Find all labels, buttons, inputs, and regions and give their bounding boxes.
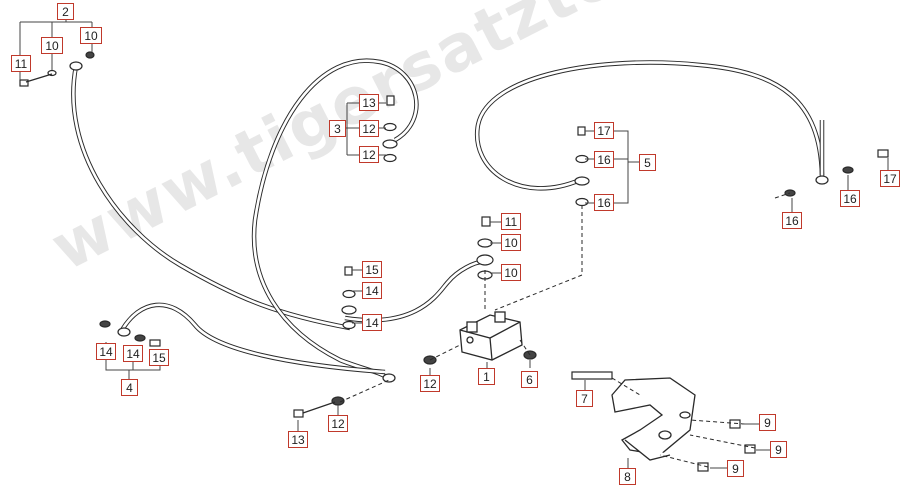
brake-hose-2 [71, 65, 351, 331]
label-part-4[interactable]: 4 [121, 379, 138, 396]
label-part-11[interactable]: 11 [501, 213, 521, 230]
label-part-16[interactable]: 16 [594, 194, 614, 211]
label-part-13[interactable]: 13 [359, 94, 379, 111]
label-part-12[interactable]: 12 [328, 415, 348, 432]
brake-hose-5 [474, 60, 825, 191]
label-part-15[interactable]: 15 [149, 349, 169, 366]
label-part-12[interactable]: 12 [420, 375, 440, 392]
label-part-16[interactable]: 16 [840, 190, 860, 207]
label-part-12[interactable]: 12 [359, 120, 379, 137]
label-part-14[interactable]: 14 [96, 343, 116, 360]
label-part-13[interactable]: 13 [288, 431, 308, 448]
label-part-15[interactable]: 15 [362, 261, 382, 278]
label-part-16[interactable]: 16 [782, 212, 802, 229]
label-leaders [19, 18, 889, 469]
label-part-7[interactable]: 7 [576, 390, 593, 407]
label-part-11[interactable]: 11 [11, 55, 31, 72]
label-part-9[interactable]: 9 [759, 414, 776, 431]
label-part-10[interactable]: 10 [41, 37, 63, 54]
label-part-9[interactable]: 9 [770, 441, 787, 458]
label-part-14[interactable]: 14 [123, 345, 143, 362]
label-part-1[interactable]: 1 [478, 368, 495, 385]
label-part-3[interactable]: 3 [329, 120, 346, 137]
label-part-10[interactable]: 10 [80, 27, 102, 44]
label-part-6[interactable]: 6 [521, 371, 538, 388]
label-part-12[interactable]: 12 [359, 146, 379, 163]
label-part-5[interactable]: 5 [639, 154, 656, 171]
label-part-10[interactable]: 10 [501, 264, 521, 281]
fittings [19, 51, 889, 472]
label-part-9[interactable]: 9 [727, 460, 744, 477]
bracket-8 [611, 377, 696, 461]
label-part-2[interactable]: 2 [57, 3, 74, 20]
label-part-14[interactable]: 14 [362, 314, 382, 331]
label-part-17[interactable]: 17 [594, 122, 614, 139]
brake-distributor-1 [459, 311, 523, 361]
label-part-14[interactable]: 14 [362, 282, 382, 299]
label-part-8[interactable]: 8 [619, 468, 636, 485]
brake-hose-3 [251, 58, 419, 380]
label-part-17[interactable]: 17 [880, 170, 900, 187]
label-part-10[interactable]: 10 [501, 234, 521, 251]
label-part-16[interactable]: 16 [594, 151, 614, 168]
brake-hose-4 [120, 259, 483, 375]
dashed-leaders [339, 192, 791, 468]
